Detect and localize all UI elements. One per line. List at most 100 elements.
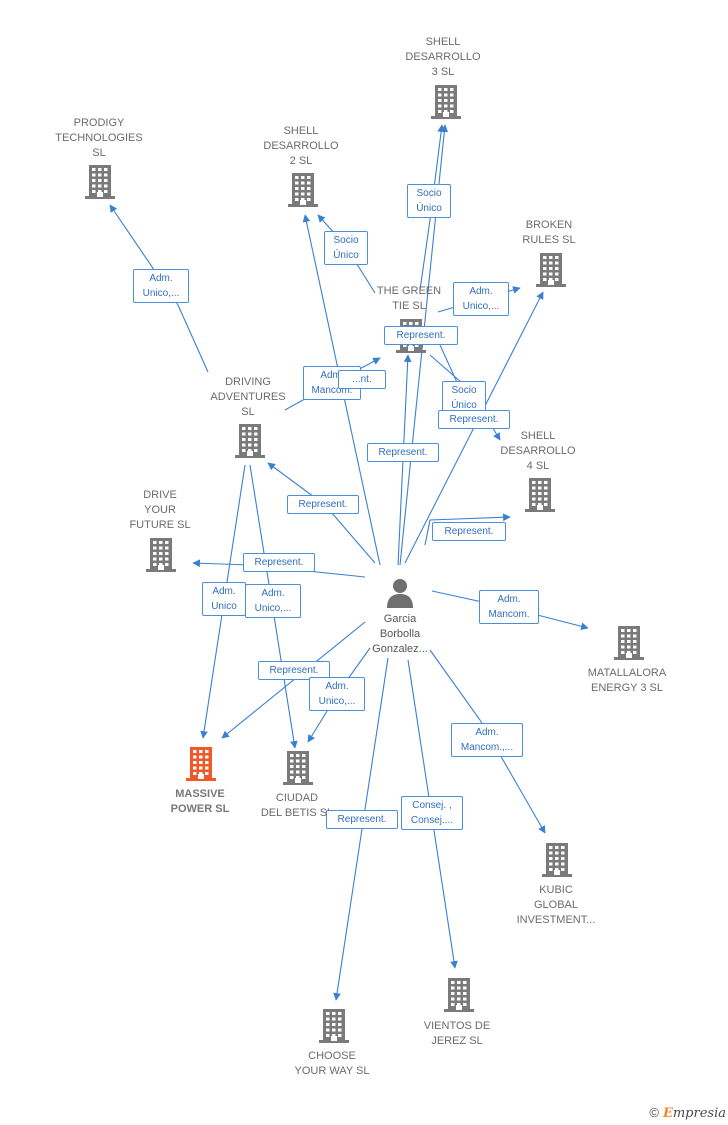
company-label-line: 4 SL [526, 460, 550, 472]
company-label-line: CHOOSE [308, 1050, 356, 1062]
company-label-matallalora[interactable]: MATALLALORA ENERGY 3 SL [567, 666, 687, 696]
company-label-line: ENERGY 3 SL [591, 682, 663, 694]
company-label-line: DRIVE [143, 489, 177, 501]
relation-label-line: Represent. [298, 499, 348, 510]
relation-label-r-prodigy[interactable]: Adm.Unico,... [133, 269, 189, 303]
relation-label-r-driving-green[interactable]: ...nt. [338, 370, 386, 389]
relation-label-r-choose[interactable]: Represent. [326, 810, 398, 829]
company-building-icon[interactable] [144, 536, 178, 574]
relation-label-r-massive-adm[interactable]: Adm.Unico [202, 582, 246, 616]
company-building-icon[interactable] [534, 251, 568, 289]
relation-label-line: Represent. [449, 414, 499, 425]
company-label-line: SL [92, 147, 106, 159]
relation-label-r-shell4[interactable]: Represent. [432, 522, 506, 541]
company-building-icon[interactable] [429, 83, 463, 121]
relation-label-line: Represent. [254, 557, 304, 568]
relation-label-line: Unico,... [318, 696, 356, 707]
relation-label-line: Único [451, 400, 477, 411]
relation-label-line: Consej. , [412, 800, 452, 811]
company-label-line: VIENTOS DE [423, 1020, 491, 1032]
relation-label-r-ciudad2[interactable]: Adm. Unico,... [309, 677, 365, 711]
company-building-icon[interactable] [442, 976, 476, 1014]
relation-label-line: Socio [451, 385, 477, 396]
company-building-icon[interactable] [286, 171, 320, 209]
company-label-drive[interactable]: DRIVE YOUR FUTURE SL [100, 488, 220, 533]
relation-label-r-vientos[interactable]: Consej. , Consej.... [401, 796, 463, 830]
relation-label-line: Adm. [320, 370, 344, 381]
person-label-line: Gonzalez... [372, 643, 428, 655]
company-building-icon[interactable] [317, 1007, 351, 1045]
company-label-line: ADVENTURES [210, 391, 286, 403]
relation-label-line: Adm. [497, 594, 521, 605]
relation-label-r-massive-rep[interactable]: Represent. [258, 661, 330, 680]
relation-label-r-drive[interactable]: Represent. [243, 553, 315, 572]
company-label-broken[interactable]: BROKEN RULES SL [489, 218, 609, 248]
relation-label-r-greentie[interactable]: Represent. [384, 326, 458, 345]
relation-label-r-ciudad-adm[interactable]: Adm.Unico,... [245, 584, 301, 618]
relation-label-line: Mancom.,... [460, 742, 514, 753]
company-label-kubic[interactable]: KUBIC GLOBAL INVESTMENT... [496, 883, 616, 928]
relation-label-r-kubic[interactable]: Adm. Mancom.,... [451, 723, 523, 757]
company-label-line: PRODIGY [73, 117, 125, 129]
company-label-line: DESARROLLO [500, 445, 576, 457]
company-building-icon[interactable] [281, 749, 315, 787]
company-building-icon[interactable] [83, 163, 117, 201]
edge-line [429, 649, 546, 834]
relation-label-r-broken[interactable]: Adm.Unico,... [453, 282, 509, 316]
focal-company-building-icon[interactable] [184, 745, 218, 783]
relation-label-line: Socio [333, 235, 359, 246]
company-label-line: KUBIC [539, 884, 573, 896]
company-label-line: YOUR [144, 504, 176, 516]
company-building-icon[interactable] [523, 476, 557, 514]
company-label-line: MATALLALORA [587, 667, 667, 679]
company-label-line: FUTURE SL [129, 519, 191, 531]
relation-label-line: ...nt. [352, 374, 372, 385]
relation-label-r-driving[interactable]: Represent. [287, 495, 359, 514]
relation-label-line: Único [333, 250, 359, 261]
relation-label-line: Represent. [396, 330, 446, 341]
footer-brand: ©Empresia [649, 1105, 726, 1121]
brand-name: mpresia [672, 1106, 726, 1121]
relation-label-line: Consej.... [410, 815, 454, 826]
company-label-line: INVESTMENT... [516, 914, 596, 926]
company-label-line: GLOBAL [533, 899, 579, 911]
company-building-icon[interactable] [540, 841, 574, 879]
relation-label-line: Socio [416, 188, 442, 199]
relation-label-line: Adm. [475, 727, 499, 738]
relation-label-line: Unico,... [462, 301, 500, 312]
relation-label-line: Represent. [269, 665, 319, 676]
company-building-icon[interactable] [612, 624, 646, 662]
edge-line [109, 204, 209, 373]
person-icon[interactable] [384, 577, 416, 609]
relation-label-r-center-green[interactable]: Represent. [367, 443, 439, 462]
company-label-line: MASSIVE [175, 788, 225, 800]
company-label-line: BROKEN [525, 219, 573, 231]
relation-label-line: Mancom. [311, 385, 353, 396]
copyright-icon: © [649, 1105, 659, 1120]
relation-label-line: Unico,... [254, 603, 292, 614]
company-label-line: CIUDAD [275, 792, 319, 804]
edge-line [333, 657, 389, 1001]
relation-label-line: Adm. [325, 681, 349, 692]
relation-label-line: Adm. [149, 273, 173, 284]
company-label-line: DRIVING [225, 376, 271, 388]
relation-label-r-matallalora[interactable]: Adm.Mancom. [479, 590, 539, 624]
company-building-icon[interactable] [233, 422, 267, 460]
relation-label-r-shell4-rep[interactable]: Represent. [438, 410, 510, 429]
company-label-line: RULES SL [522, 234, 576, 246]
